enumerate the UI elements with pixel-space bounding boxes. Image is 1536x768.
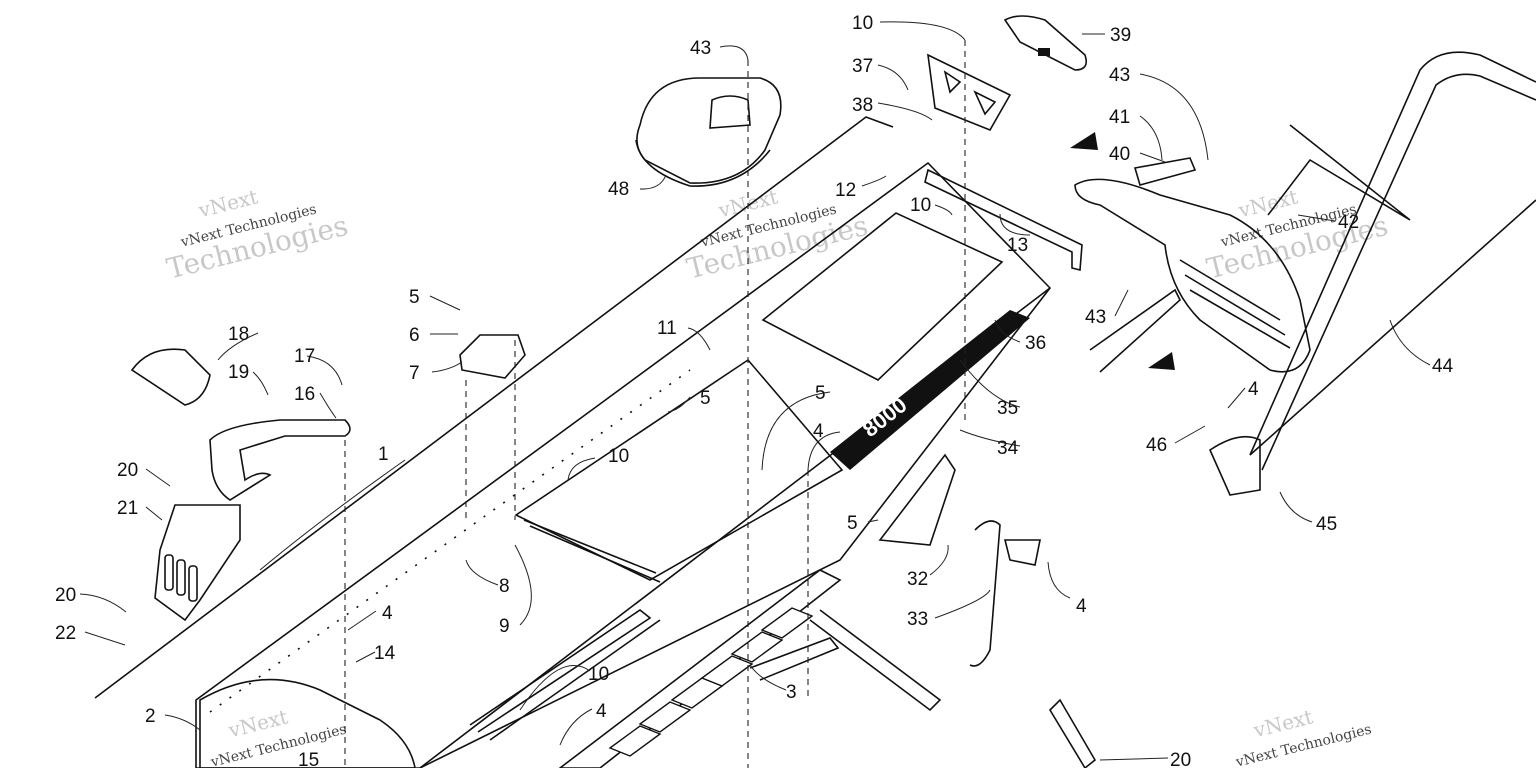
callout-37: 37 [852,56,873,77]
callout-19: 19 [228,362,249,383]
strap-33 [969,520,1041,667]
callout-11: 11 [657,318,677,339]
gusset-32 [878,453,956,546]
callout-40: 40 [1109,144,1130,165]
callout-4-d: 4 [1076,596,1087,617]
bracket-7 [459,334,526,379]
tunnel-channel [514,358,844,581]
callout-39: 39 [1110,25,1131,46]
rear-fender-41 [1074,157,1311,373]
leader-lines [79,21,1431,761]
callout-6: 6 [409,325,420,346]
rivet-row [209,369,691,713]
callout-14: 14 [374,643,396,664]
callout-12: 12 [835,180,856,201]
callout-5-d: 5 [847,513,858,534]
hand-grip-39 [1003,15,1088,71]
footrest-bracket-16 [209,419,351,501]
callout-4-a: 4 [382,603,393,624]
callout-34: 34 [997,438,1019,459]
callout-41: 41 [1109,107,1130,128]
callout-5-c: 5 [815,383,826,404]
callout-labels: 1 2 3 4 4 4 4 4 5 5 5 5 6 7 8 9 10 10 10… [55,13,1454,768]
heat-exchanger-panel [761,212,1004,381]
seat-cushion-48 [635,77,782,187]
direction-arrow-2 [1148,352,1175,370]
callout-10-c: 10 [608,446,629,467]
watermark-4: vNext vNext Technologies [208,705,348,768]
callout-42: 42 [1338,212,1359,233]
callout-9: 9 [499,616,510,637]
end-cap-46 [1208,435,1261,496]
direction-arrow-1 [1070,132,1098,150]
mounting-rail-13 [924,168,1083,272]
callout-20-a: 20 [117,460,138,481]
callout-17: 17 [294,346,315,367]
callout-16: 16 [294,384,315,405]
heat-shield-21 [154,504,241,622]
callout-10-a: 10 [852,13,873,34]
callout-15: 15 [298,750,319,768]
callout-35: 35 [997,398,1018,419]
callout-36: 36 [1025,333,1046,354]
callout-22: 22 [55,623,76,644]
callout-18: 18 [228,324,249,345]
tunnel-deck [195,161,1052,768]
rail-right [809,609,942,712]
tunnel-outline-line [94,116,894,699]
running-board [558,569,842,768]
callout-43-a: 43 [690,38,711,59]
callout-10-d: 10 [588,664,609,685]
cover-18 [130,348,211,406]
watermark-1: vNext vNext Technologies Technologies [163,185,351,286]
rail-left [469,609,652,733]
front-bulkhead-2 [199,678,416,768]
callout-32: 32 [907,569,928,590]
callout-3: 3 [786,682,797,703]
callout-7: 7 [409,363,420,384]
callout-2: 2 [145,706,156,727]
callout-46: 46 [1146,435,1167,456]
callout-44: 44 [1432,356,1454,377]
callout-43-c: 43 [1085,307,1106,328]
callout-1: 1 [378,444,389,465]
bracket-20-lower [1048,698,1097,768]
callout-4-b: 4 [813,421,824,442]
callout-13: 13 [1007,235,1028,256]
decal-35 [830,310,1030,470]
callout-33: 33 [907,609,928,630]
callout-8: 8 [499,576,510,597]
callout-45: 45 [1316,514,1337,535]
callout-38: 38 [852,95,873,116]
callout-20-b: 20 [55,585,76,606]
callout-20-c: 20 [1170,750,1191,768]
callout-21: 21 [117,498,138,519]
callout-5-b: 5 [700,388,711,409]
callout-10-b: 10 [910,195,931,216]
watermark-5: vNext vNext Technologies [1233,705,1373,768]
slide-3 [749,637,840,681]
mount-outline-42 [1267,124,1411,221]
callout-48: 48 [608,179,629,200]
callout-4-e: 4 [596,701,607,722]
tunnel-assembly: 8000 [94,116,1052,768]
running-board-cutouts [608,607,814,757]
callout-4-c: 4 [1248,379,1259,400]
bracket-38 [927,53,1012,132]
callout-5-a: 5 [409,287,420,308]
callout-43-b: 43 [1109,65,1130,86]
